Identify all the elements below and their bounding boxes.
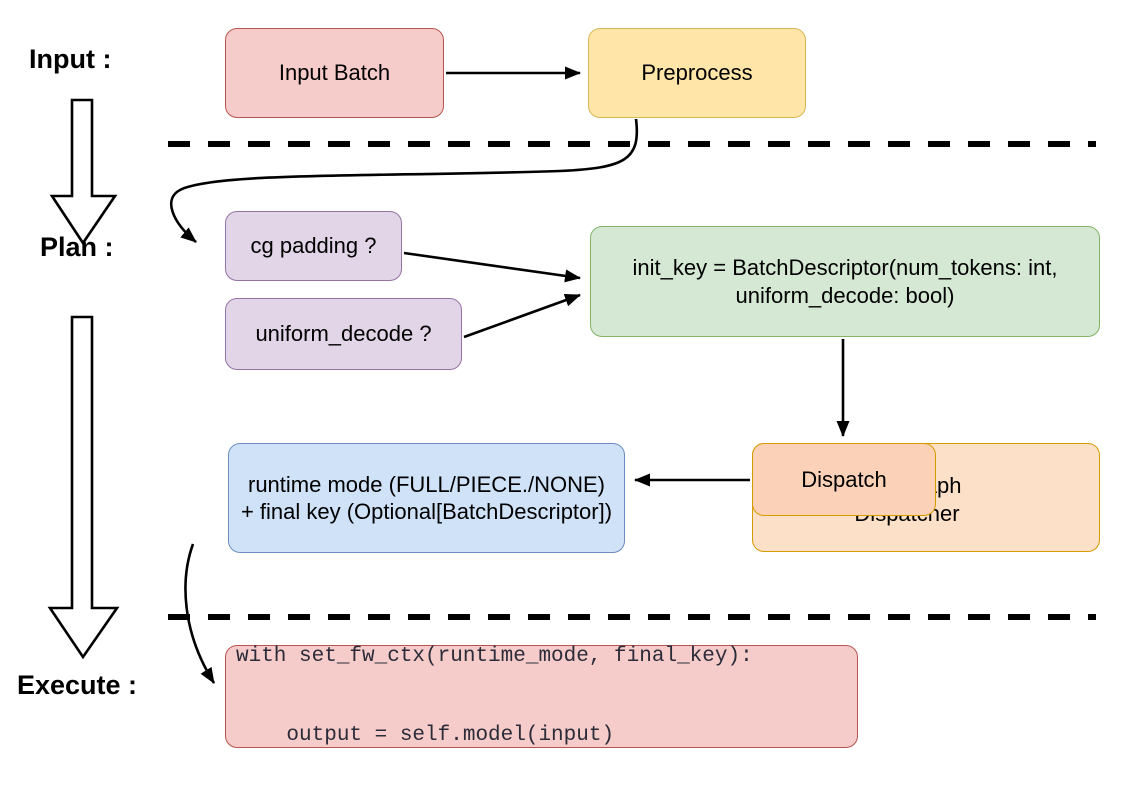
- node-preprocess-label: Preprocess: [641, 60, 753, 86]
- node-uniform-decode[interactable]: uniform_decode ?: [225, 298, 462, 370]
- node-init-key-line2: uniform_decode: bool): [735, 282, 955, 308]
- node-runtime-mode-line1: runtime mode (FULL/PIECE./NONE): [248, 471, 605, 497]
- node-init-key[interactable]: init_key = BatchDescriptor(num_tokens: i…: [590, 226, 1100, 337]
- node-input-batch[interactable]: Input Batch: [225, 28, 444, 118]
- node-execute-code[interactable]: with set_fw_ctx(runtime_mode, final_key)…: [225, 645, 858, 748]
- node-input-batch-label: Input Batch: [278, 60, 391, 86]
- node-uniform-decode-label: uniform_decode ?: [255, 321, 432, 347]
- stage-label-plan: Plan :: [40, 232, 114, 262]
- node-init-key-line1: init_key = BatchDescriptor(num_tokens: i…: [632, 255, 1058, 280]
- diagram-canvas: Input : Plan : Execute : Input Batch Pre…: [17, 28, 1100, 748]
- node-dispatch-label: Dispatch: [801, 466, 887, 492]
- node-runtime-mode-line2: + final key (Optional[BatchDescriptor]): [240, 499, 613, 524]
- node-cg-padding[interactable]: cg padding ?: [225, 211, 402, 281]
- node-execute-code-line2: output = self.model(input): [236, 723, 615, 747]
- node-runtime-mode[interactable]: runtime mode (FULL/PIECE./NONE) + final …: [228, 443, 625, 553]
- stage-label-input: Input :: [29, 44, 112, 74]
- node-dispatch[interactable]: Dispatch: [752, 443, 936, 516]
- node-preprocess[interactable]: Preprocess: [588, 28, 806, 118]
- node-execute-code-line1: with set_fw_ctx(runtime_mode, final_key)…: [236, 645, 753, 668]
- stage-label-execute: Execute :: [17, 670, 138, 700]
- node-cg-padding-label: cg padding ?: [250, 233, 377, 259]
